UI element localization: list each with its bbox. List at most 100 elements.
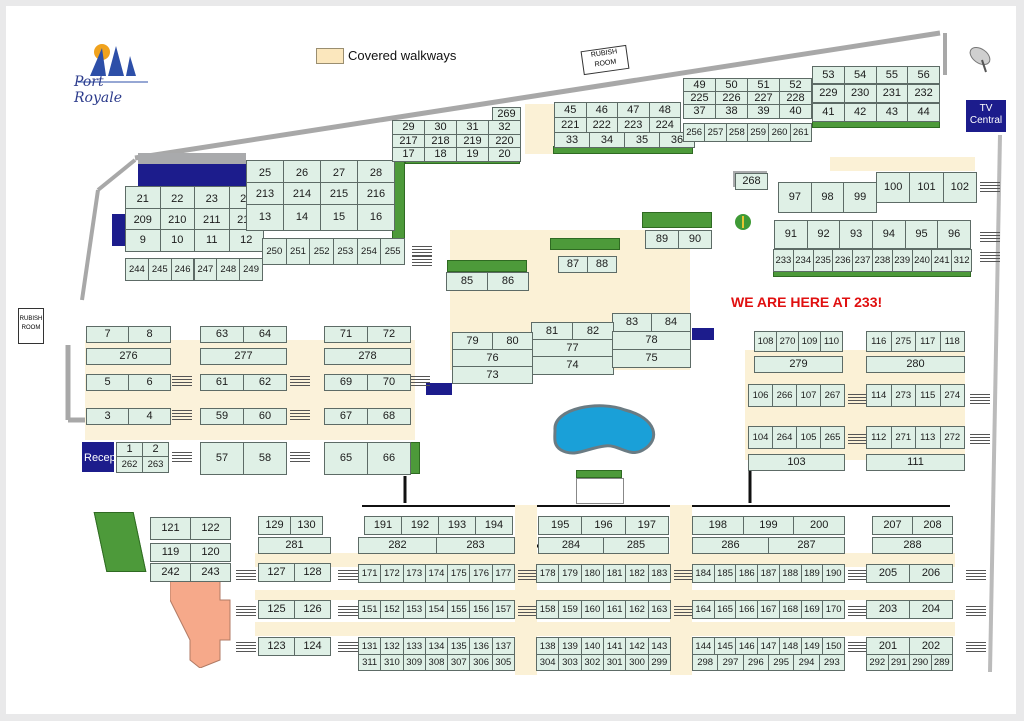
unit-301[interactable]: 301 — [603, 654, 627, 671]
unit-6[interactable]: 6 — [128, 374, 171, 391]
unit-207[interactable]: 207 — [872, 516, 913, 535]
unit-245[interactable]: 245 — [147, 258, 172, 281]
unit-188[interactable]: 188 — [778, 564, 802, 583]
unit-294[interactable]: 294 — [793, 654, 820, 671]
unit-84[interactable]: 84 — [651, 313, 691, 332]
unit-76[interactable]: 76 — [452, 349, 533, 367]
unit-156[interactable]: 156 — [469, 600, 493, 619]
unit-166[interactable]: 166 — [735, 600, 759, 619]
unit-172[interactable]: 172 — [380, 564, 404, 583]
unit-295[interactable]: 295 — [768, 654, 795, 671]
unit-269[interactable]: 269 — [492, 107, 521, 121]
unit-278[interactable]: 278 — [324, 348, 411, 365]
unit-249[interactable]: 249 — [239, 258, 263, 281]
unit-83[interactable]: 83 — [612, 313, 652, 332]
unit-247[interactable]: 247 — [193, 258, 218, 281]
unit-2[interactable]: 2 — [142, 442, 169, 457]
unit-74[interactable]: 74 — [531, 356, 614, 375]
unit-254[interactable]: 254 — [356, 238, 382, 265]
unit-183[interactable]: 183 — [647, 564, 671, 583]
unit-171[interactable]: 171 — [358, 564, 382, 583]
unit-128[interactable]: 128 — [294, 563, 331, 582]
unit-255[interactable]: 255 — [380, 238, 405, 265]
unit-46[interactable]: 46 — [585, 102, 618, 118]
unit-55[interactable]: 55 — [875, 66, 909, 84]
unit-78[interactable]: 78 — [612, 331, 691, 350]
unit-42[interactable]: 42 — [843, 103, 877, 122]
unit-11[interactable]: 11 — [194, 229, 230, 252]
unit-208[interactable]: 208 — [912, 516, 953, 535]
unit-101[interactable]: 101 — [909, 172, 944, 203]
unit-92[interactable]: 92 — [806, 220, 841, 249]
unit-230[interactable]: 230 — [843, 84, 877, 103]
unit-97[interactable]: 97 — [778, 182, 812, 213]
unit-235[interactable]: 235 — [812, 249, 834, 272]
unit-150[interactable]: 150 — [822, 637, 845, 656]
unit-38[interactable]: 38 — [715, 104, 748, 119]
unit-176[interactable]: 176 — [469, 564, 493, 583]
unit-289[interactable]: 289 — [930, 654, 953, 671]
unit-123[interactable]: 123 — [258, 637, 295, 656]
unit-32[interactable]: 32 — [488, 120, 521, 135]
unit-19[interactable]: 19 — [456, 147, 489, 162]
unit-192[interactable]: 192 — [401, 516, 439, 535]
unit-308[interactable]: 308 — [424, 654, 449, 671]
unit-57[interactable]: 57 — [200, 442, 244, 475]
unit-261[interactable]: 261 — [789, 123, 812, 142]
unit-117[interactable]: 117 — [915, 331, 941, 352]
unit-312[interactable]: 312 — [951, 249, 972, 272]
unit-203[interactable]: 203 — [866, 600, 910, 619]
unit-157[interactable]: 157 — [491, 600, 515, 619]
unit-73[interactable]: 73 — [452, 366, 533, 384]
unit-56[interactable]: 56 — [907, 66, 940, 84]
unit-151[interactable]: 151 — [358, 600, 382, 619]
unit-119[interactable]: 119 — [150, 543, 191, 562]
unit-300[interactable]: 300 — [625, 654, 649, 671]
unit-179[interactable]: 179 — [558, 564, 582, 583]
unit-68[interactable]: 68 — [367, 408, 411, 425]
unit-63[interactable]: 63 — [200, 326, 244, 343]
unit-113[interactable]: 113 — [915, 426, 941, 449]
unit-231[interactable]: 231 — [875, 84, 909, 103]
unit-33[interactable]: 33 — [554, 132, 590, 148]
unit-267[interactable]: 267 — [820, 384, 845, 407]
unit-100[interactable]: 100 — [876, 172, 911, 203]
unit-238[interactable]: 238 — [872, 249, 893, 272]
unit-96[interactable]: 96 — [937, 220, 971, 249]
unit-296[interactable]: 296 — [742, 654, 769, 671]
unit-252[interactable]: 252 — [309, 238, 334, 265]
unit-163[interactable]: 163 — [647, 600, 671, 619]
unit-85[interactable]: 85 — [446, 272, 488, 291]
unit-126[interactable]: 126 — [294, 600, 331, 619]
unit-95[interactable]: 95 — [904, 220, 939, 249]
unit-72[interactable]: 72 — [367, 326, 411, 343]
unit-283[interactable]: 283 — [436, 537, 515, 554]
unit-9[interactable]: 9 — [125, 229, 161, 252]
unit-98[interactable]: 98 — [810, 182, 845, 213]
unit-257[interactable]: 257 — [704, 123, 727, 142]
unit-161[interactable]: 161 — [603, 600, 627, 619]
unit-286[interactable]: 286 — [692, 537, 769, 554]
unit-251[interactable]: 251 — [285, 238, 311, 265]
unit-288[interactable]: 288 — [872, 537, 953, 554]
unit-14[interactable]: 14 — [283, 204, 321, 231]
unit-118[interactable]: 118 — [939, 331, 965, 352]
unit-229[interactable]: 229 — [812, 84, 845, 103]
unit-276[interactable]: 276 — [86, 348, 171, 365]
unit-199[interactable]: 199 — [742, 516, 795, 535]
unit-59[interactable]: 59 — [200, 408, 244, 425]
unit-281[interactable]: 281 — [258, 537, 331, 554]
unit-299[interactable]: 299 — [647, 654, 671, 671]
unit-236[interactable]: 236 — [832, 249, 854, 272]
unit-111[interactable]: 111 — [866, 454, 965, 471]
unit-16[interactable]: 16 — [357, 204, 395, 231]
unit-277[interactable]: 277 — [200, 348, 287, 365]
unit-303[interactable]: 303 — [558, 654, 582, 671]
unit-169[interactable]: 169 — [800, 600, 824, 619]
unit-3[interactable]: 3 — [86, 408, 129, 425]
unit-241[interactable]: 241 — [931, 249, 953, 272]
unit-155[interactable]: 155 — [447, 600, 471, 619]
unit-115[interactable]: 115 — [915, 384, 941, 407]
unit-54[interactable]: 54 — [843, 66, 877, 84]
unit-260[interactable]: 260 — [768, 123, 791, 142]
